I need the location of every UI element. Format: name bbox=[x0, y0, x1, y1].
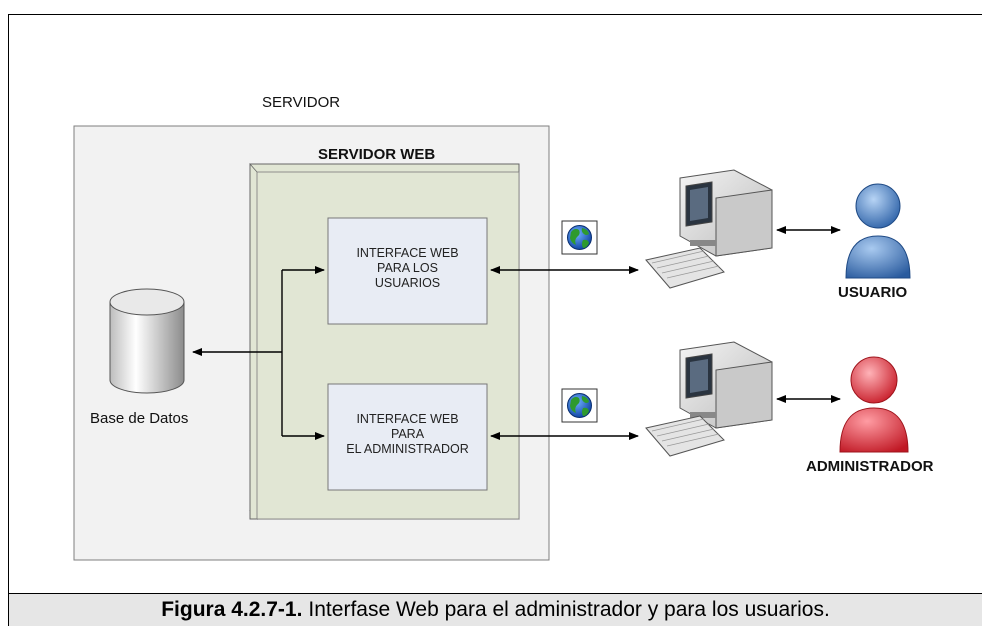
admin-interface-line: PARA bbox=[390, 427, 425, 441]
user-person-icon bbox=[845, 183, 911, 279]
figure-number: Figura 4.2.7-1. bbox=[161, 598, 303, 621]
user-label: USUARIO bbox=[838, 284, 908, 301]
admin-interface-line: INTERFACE WEB bbox=[356, 412, 459, 426]
user-interface-box bbox=[327, 217, 488, 325]
user-interface-line: USUARIOS bbox=[374, 276, 441, 290]
admin-person-icon bbox=[839, 356, 909, 453]
globe-icon bbox=[561, 388, 598, 423]
database-label: Base de Datos bbox=[90, 410, 189, 427]
computer-icon bbox=[645, 169, 773, 289]
architecture-diagram bbox=[73, 125, 911, 561]
user-interface-line: PARA LOS bbox=[377, 261, 438, 275]
admin-interface-line: EL ADMINISTRADOR bbox=[346, 442, 469, 456]
user-interface-line: INTERFACE WEB bbox=[356, 246, 459, 260]
admin-interface-box bbox=[327, 383, 488, 491]
computer-icon bbox=[645, 341, 773, 457]
connector-lines bbox=[192, 226, 841, 440]
user-interface-label: INTERFACE WEB PARA LOS USUARIOS bbox=[328, 246, 487, 291]
web-server-label: SERVIDOR WEB bbox=[318, 146, 436, 163]
server-label: SERVIDOR bbox=[262, 94, 341, 111]
admin-label: ADMINISTRADOR bbox=[806, 458, 934, 475]
database-cylinder-icon bbox=[109, 288, 185, 394]
figure-caption: Figura 4.2.7-1.Interfase Web para el adm… bbox=[8, 594, 982, 626]
globe-icon bbox=[561, 220, 598, 255]
admin-interface-label: INTERFACE WEB PARA EL ADMINISTRADOR bbox=[328, 412, 487, 457]
caption-text: Interfase Web para el administrador y pa… bbox=[308, 598, 830, 621]
